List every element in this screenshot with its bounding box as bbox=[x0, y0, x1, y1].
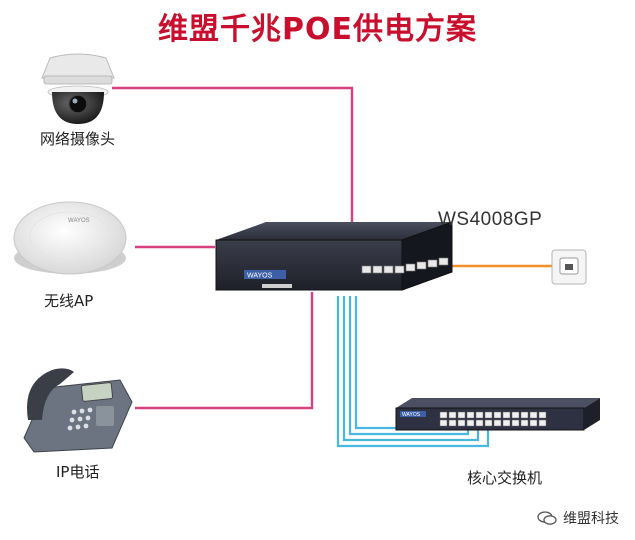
poe-switch-brand: WAYOS bbox=[247, 273, 273, 280]
trunk-line-2 bbox=[342, 296, 480, 442]
camera-label: 网络摄像头 bbox=[40, 130, 116, 148]
ip-phone-icon bbox=[23, 368, 133, 453]
rack-switch-icon: WAYOS bbox=[395, 398, 600, 431]
svg-text:WAYOS: WAYOS bbox=[68, 218, 90, 224]
core-switch-label: 核心交换机 bbox=[467, 469, 543, 487]
trunk-line-3 bbox=[348, 296, 470, 436]
core-switch-brand: WAYOS bbox=[402, 412, 421, 418]
poe-switch-icon: WAYOS bbox=[215, 221, 453, 291]
core-switch-ports bbox=[439, 411, 547, 427]
watermark: 维盟科技 bbox=[537, 508, 619, 528]
phone-label: IP电话 bbox=[56, 463, 100, 481]
dome-camera-icon bbox=[41, 53, 115, 124]
watermark-text: 维盟科技 bbox=[563, 511, 619, 527]
phone-link bbox=[135, 292, 314, 410]
camera-link bbox=[112, 86, 354, 222]
diagram-title: 维盟千兆POE供电方案 bbox=[158, 12, 477, 47]
ethernet-wall-outlet-icon bbox=[551, 249, 587, 285]
poe-links bbox=[112, 86, 354, 410]
poe-switch-ports bbox=[361, 257, 449, 274]
ap-label: 无线AP bbox=[44, 292, 94, 310]
wechat-icon bbox=[537, 511, 557, 525]
trunk-line-1 bbox=[336, 296, 490, 448]
ceiling-ap-icon: WAYOS bbox=[13, 201, 127, 275]
poe-switch-model: WS4008GP bbox=[438, 209, 543, 230]
